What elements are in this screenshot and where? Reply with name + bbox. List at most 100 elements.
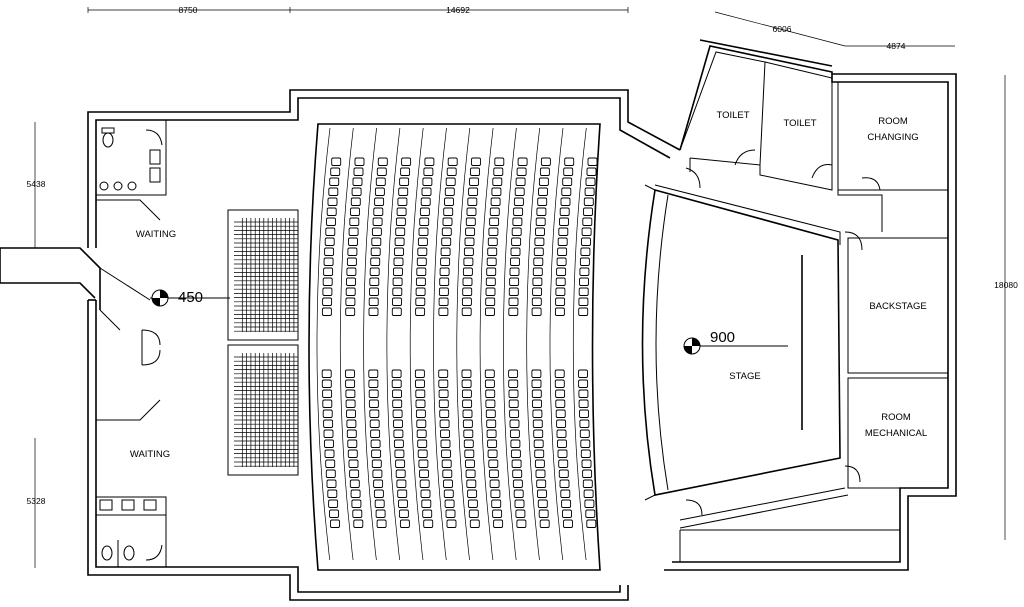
seat-icon (439, 277, 450, 286)
seat-icon (509, 267, 520, 276)
seat-icon (420, 489, 431, 498)
seat-icon (368, 307, 379, 316)
seat-icon (465, 217, 476, 226)
seat-icon (345, 369, 355, 378)
seat-icon (395, 469, 406, 478)
seat-icon (419, 217, 430, 226)
seat-icon (462, 409, 473, 418)
seat-icon (532, 409, 543, 418)
seat-icon (555, 297, 566, 306)
seat-icon (400, 167, 411, 176)
seat-icon (369, 287, 379, 296)
seat-icon (373, 489, 384, 498)
seat-icon (368, 297, 379, 306)
seat-icon (578, 379, 589, 388)
seat-icon (420, 197, 431, 206)
seat-icon (441, 237, 452, 246)
seat-icon (345, 379, 356, 388)
seat-icon (512, 469, 523, 478)
seat-icon (539, 167, 550, 176)
sink-icon (113, 181, 123, 191)
seat-icon (328, 499, 339, 508)
seat-icon (393, 419, 403, 428)
seat-icon (578, 307, 589, 316)
label-changing-room-2: CHANGING (867, 132, 918, 143)
seat-icon (326, 217, 336, 226)
seat-icon (461, 369, 472, 378)
level-marker-lobby: 450 (150, 289, 230, 307)
seat-icon (321, 379, 332, 388)
seat-icon (345, 287, 356, 296)
seat-icon (442, 217, 453, 226)
seat-icon (446, 167, 457, 176)
seat-icon (516, 167, 527, 176)
seat-icon (538, 187, 548, 196)
seat-icon (330, 519, 340, 528)
seat-icon (465, 459, 475, 468)
seat-icon (538, 509, 549, 518)
seat-icon (537, 197, 548, 206)
seat-icon (509, 409, 520, 418)
seat-icon (374, 499, 385, 508)
level-marker-stage: 900 (683, 329, 788, 355)
seat-icon (557, 237, 568, 246)
wc-fixtures (96, 127, 166, 567)
seat-icon (443, 479, 453, 488)
seat-icon (484, 369, 495, 378)
seat-icon (513, 207, 524, 216)
label-stage: STAGE (729, 371, 761, 382)
seat-icon (398, 187, 409, 196)
seat-icon (417, 247, 428, 256)
seat-icon (392, 297, 402, 306)
seat-icon (445, 177, 456, 186)
dimension-top-left: 8750 (179, 5, 198, 15)
seat-icon (331, 157, 342, 166)
seat-icon (347, 449, 358, 458)
seat-icon (346, 419, 357, 428)
seat-icon (394, 247, 404, 256)
seat-icon (463, 429, 474, 438)
seat-icon (580, 439, 591, 448)
seat-icon (516, 519, 527, 528)
seat-icon (556, 429, 567, 438)
seat-icon (325, 227, 336, 236)
seat-icon (532, 267, 543, 276)
seat-icon (514, 499, 525, 508)
seat-icon (468, 187, 479, 196)
seat-icon (353, 519, 364, 528)
seat-icon (514, 187, 525, 196)
seat-icon (416, 429, 427, 438)
seat-icon (579, 267, 590, 276)
seat-icon (558, 469, 569, 478)
seat-icon (351, 499, 362, 508)
seat-icon (513, 197, 524, 206)
seat-icon (531, 379, 542, 388)
seat-icon (397, 489, 408, 498)
seat-icon (536, 207, 547, 216)
seat-icon (347, 439, 358, 448)
seat-icon (583, 207, 593, 216)
seat-icon (583, 197, 594, 206)
label-mechanical-room-1: ROOM (881, 412, 911, 423)
seat-icon (322, 277, 333, 286)
seat-icon (532, 277, 543, 286)
seat-icon (345, 297, 356, 306)
seat-icon (441, 459, 452, 468)
seat-icon (322, 409, 333, 418)
seat-icon (466, 207, 477, 216)
seat-icon (555, 409, 566, 418)
right-door-swings (685, 149, 881, 516)
seat-icon (537, 489, 547, 498)
door-swing-icon (145, 129, 163, 146)
seat-icon (322, 389, 333, 398)
seat-icon (581, 227, 592, 236)
seat-icon (438, 389, 449, 398)
seat-icon (510, 247, 521, 256)
seat-icon (485, 399, 496, 408)
seat-icon (350, 489, 361, 498)
seat-icon (493, 167, 504, 176)
seat-icon (350, 207, 360, 216)
seat-icon (488, 469, 499, 478)
seat-icon (471, 157, 481, 166)
seat-icon (368, 379, 379, 388)
